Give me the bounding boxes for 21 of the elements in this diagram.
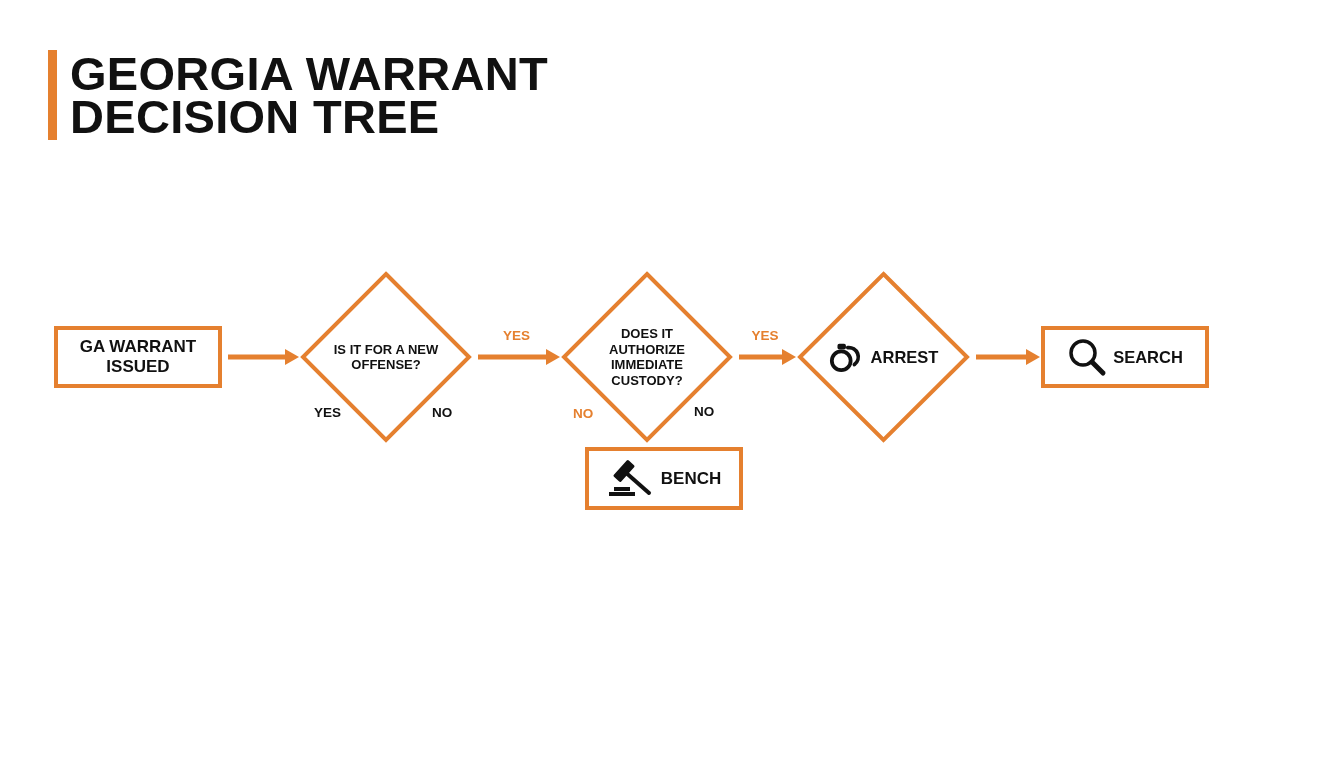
branch-label: YES [314, 405, 341, 421]
branch-label: NO [432, 405, 453, 421]
step-label: GA WARRANT ISSUED [78, 337, 198, 377]
outcome-diamond [797, 271, 970, 443]
arrow [976, 349, 1040, 365]
arrow [478, 349, 560, 365]
title: GEORGIA WARRANT DECISION TREE [70, 52, 549, 138]
outcome-box [585, 447, 743, 510]
arrow [228, 349, 299, 365]
process-box [54, 326, 222, 388]
outcome-label: BENCH [660, 468, 722, 489]
arrow [739, 349, 796, 365]
decision-diamond [300, 271, 472, 443]
branch-label: NO [694, 404, 715, 420]
outcome-box [1041, 326, 1209, 388]
question-text: DOES IT AUTHORIZE IMMEDIATE CUSTODY? [608, 326, 686, 388]
decision-diamond [561, 271, 733, 443]
outcome-label: SEARCH [1113, 347, 1183, 367]
question-text: IS IT FOR A NEW OFFENSE? [332, 342, 440, 372]
branch-label: NO [573, 406, 594, 422]
outcome-label: ARREST [870, 347, 939, 367]
